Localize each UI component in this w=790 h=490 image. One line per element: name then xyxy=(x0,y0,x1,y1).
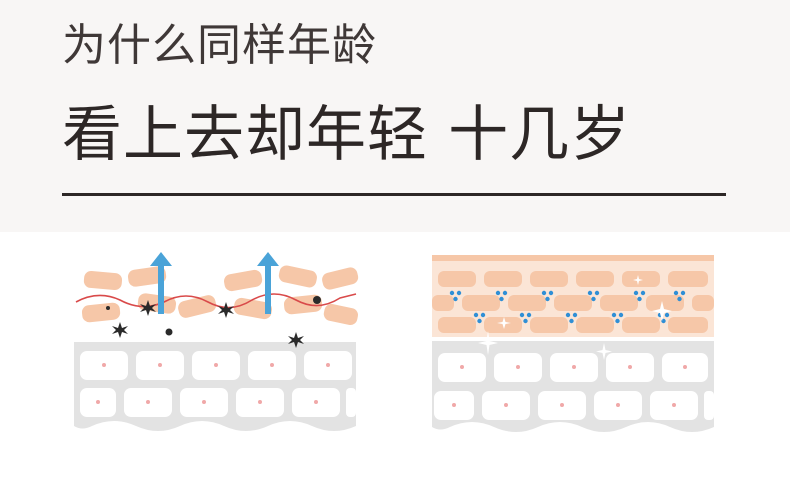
sparkle-icon xyxy=(478,275,672,360)
moisture-loss-arrow-icon xyxy=(257,252,279,314)
molecule-icon xyxy=(449,290,686,324)
healthy-skin-diagram xyxy=(432,255,714,432)
dermis-cells xyxy=(80,351,356,417)
dermis-nuclei xyxy=(96,363,330,404)
epidermis-cells-disordered xyxy=(81,265,359,326)
free-radical-icon xyxy=(106,296,321,348)
title-line-1: 为什么同样年龄 xyxy=(62,20,377,71)
title-line-2: 看上去却年轻 十几岁 xyxy=(62,100,632,170)
damaged-skin-diagram xyxy=(74,252,359,431)
dermis-nuclei xyxy=(452,365,687,407)
damage-wave xyxy=(75,293,357,309)
title-divider xyxy=(62,193,726,196)
epidermis-cells-ordered xyxy=(432,271,714,333)
moisture-loss-arrow-icon xyxy=(150,252,172,314)
